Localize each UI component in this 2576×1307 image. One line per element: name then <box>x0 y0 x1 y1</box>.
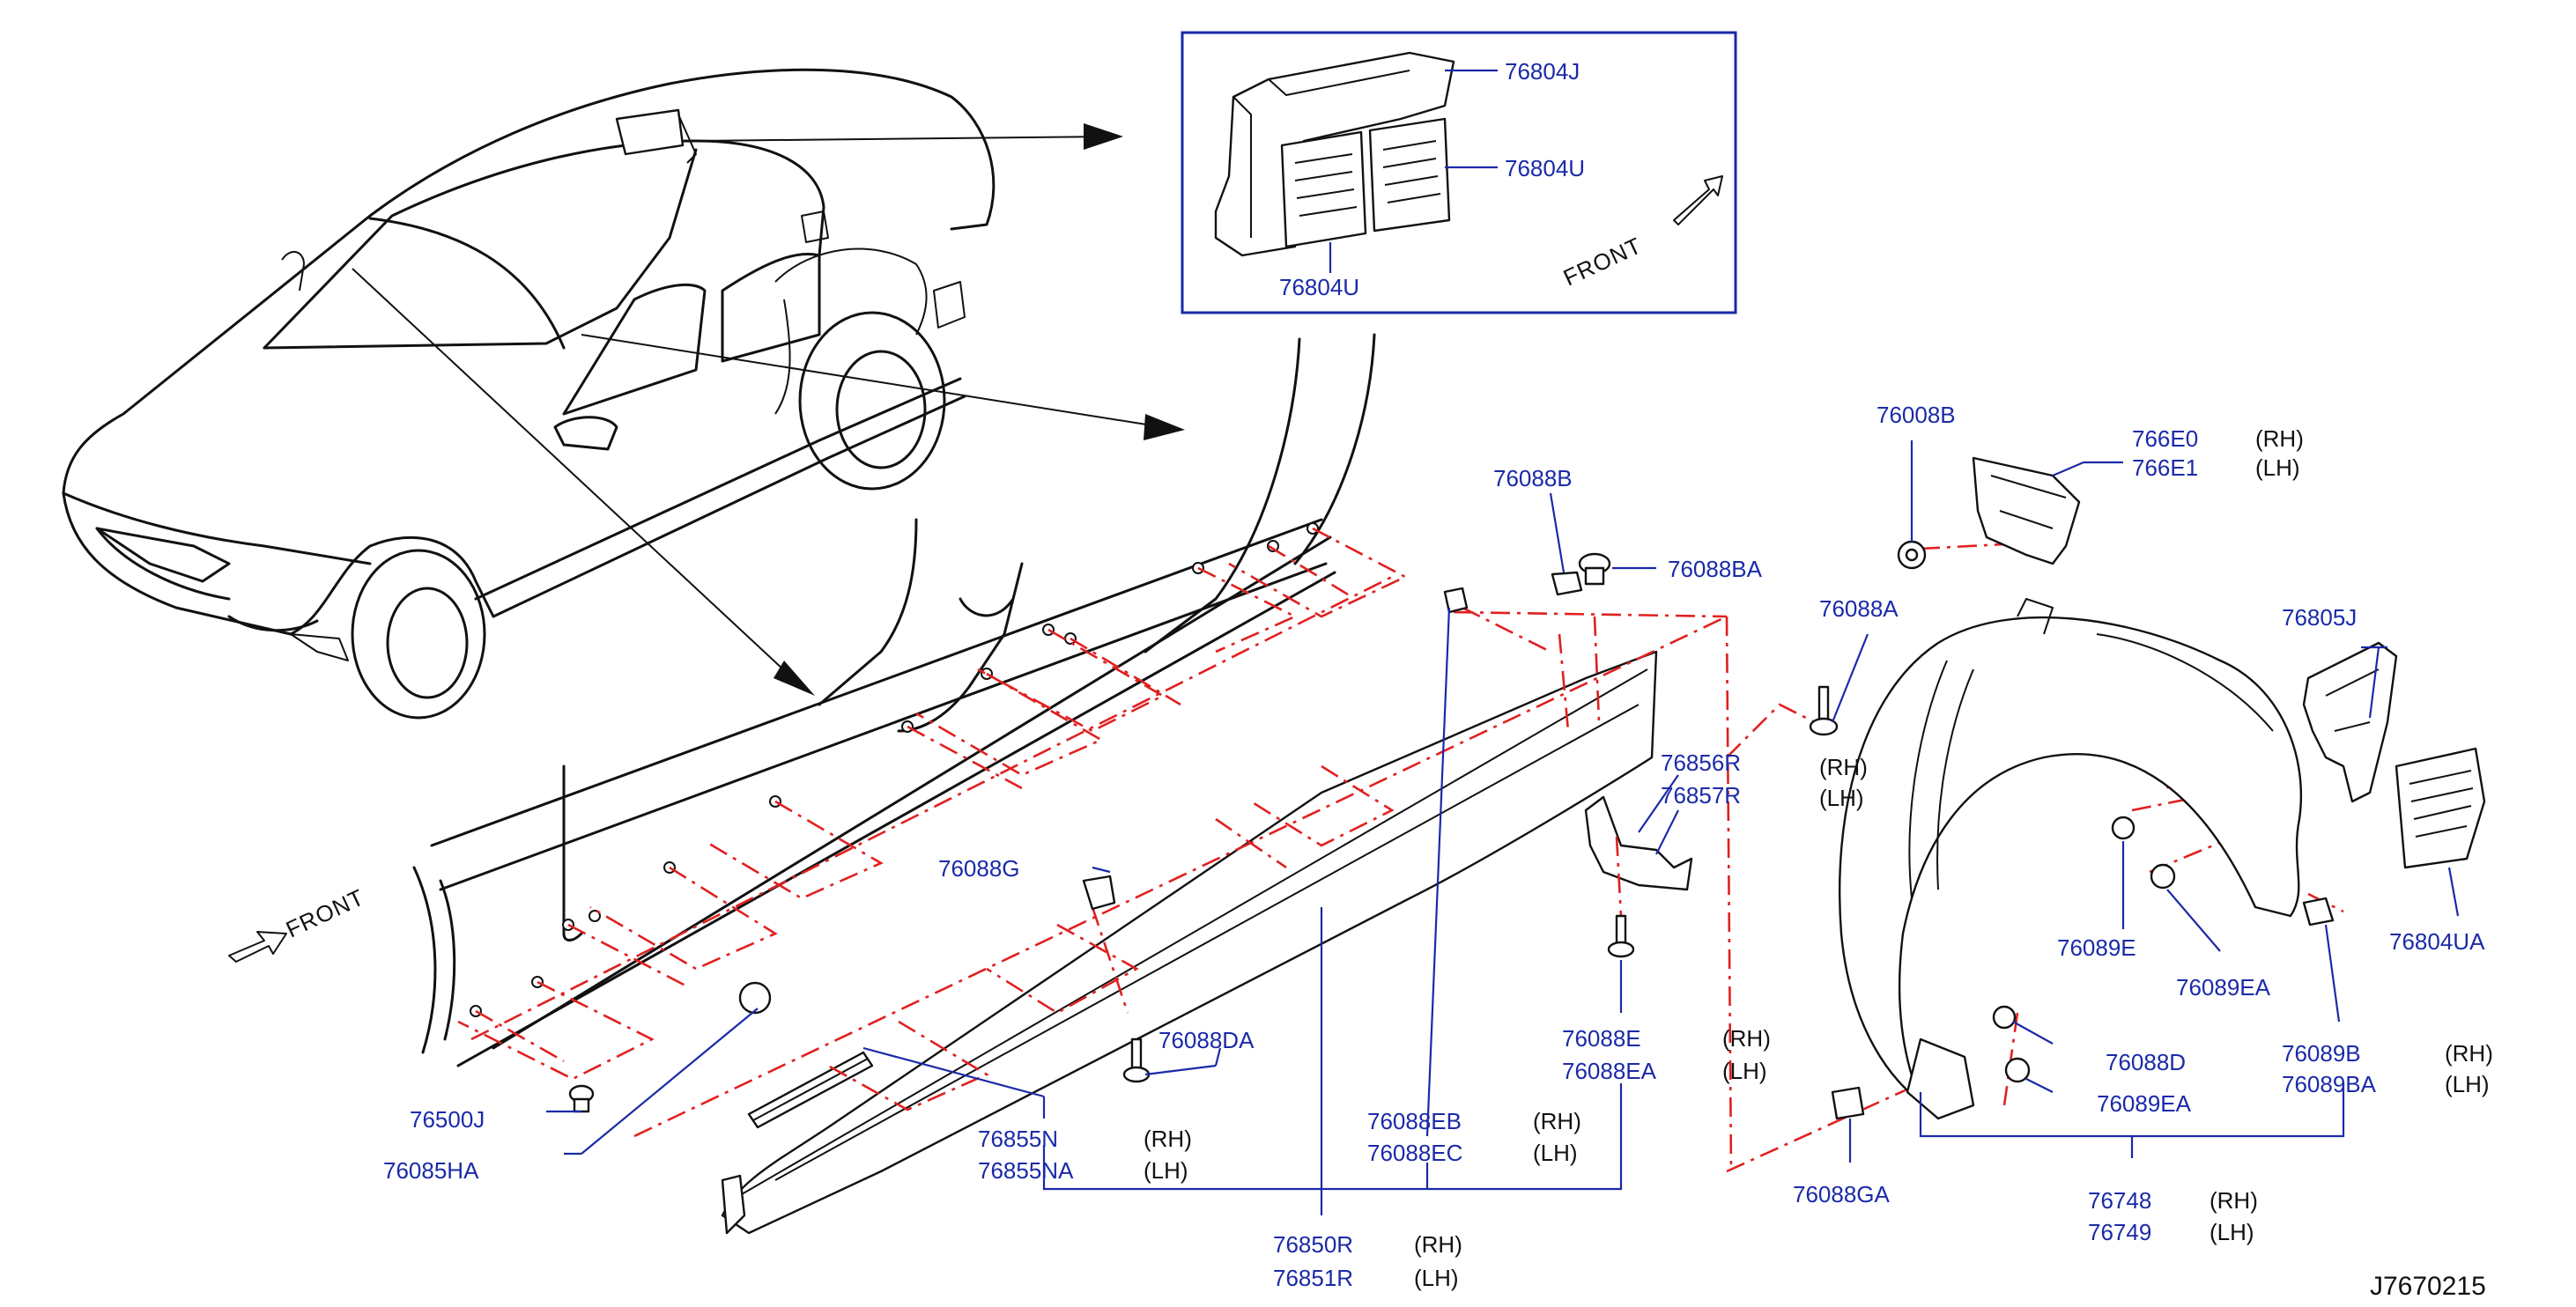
callout-76857R: 76857R <box>1661 782 1741 809</box>
callout-eb-lh: (LH) <box>1533 1140 1578 1166</box>
vent-76804UA <box>2395 747 2486 869</box>
bracket-766E0 <box>1972 456 2081 565</box>
callout-76088EA: 76088EA <box>1562 1058 1657 1084</box>
mount-lines <box>457 527 2344 1173</box>
callout-855-rh: (RH) <box>1144 1126 1192 1152</box>
callout-76804UA: 76804UA <box>2389 928 2485 955</box>
callout-mid-rh: (RH) <box>1722 1025 1771 1052</box>
callout-748-lh: (LH) <box>2210 1219 2254 1245</box>
callout-76088A-rh: (RH) <box>1819 754 1868 780</box>
callout-76855NA: 76855NA <box>978 1157 1074 1184</box>
callout-76089B: 76089B <box>2282 1040 2361 1067</box>
callout-855-lh: (LH) <box>1144 1157 1188 1184</box>
callout-766E1: 766E1 <box>2132 454 2198 481</box>
callout-76851R: 76851R <box>1273 1265 1353 1291</box>
callout-76748: 76748 <box>2088 1187 2151 1214</box>
car-illustration <box>62 68 996 720</box>
callout-eb-rh: (RH) <box>1533 1108 1581 1134</box>
callout-76089E: 76089E <box>2057 934 2136 961</box>
callout-76088A-lh: (LH) <box>1819 785 1864 811</box>
callout-76804U-a: 76804U <box>1505 155 1585 181</box>
callout-748-rh: (RH) <box>2210 1187 2258 1214</box>
callout-850-lh: (LH) <box>1414 1265 1459 1291</box>
main-front-label: FRONT <box>282 883 368 942</box>
body-side-sill <box>412 333 1376 1067</box>
callout-mid-lh: (LH) <box>1722 1058 1767 1084</box>
callout-76088DA: 76088DA <box>1158 1027 1255 1053</box>
callout-76089BA: 76089BA <box>2282 1071 2377 1097</box>
vent-grille-76804U <box>1280 117 1451 248</box>
bracket-76805J <box>2302 641 2398 803</box>
callout-76749: 76749 <box>2088 1219 2151 1245</box>
side-sill-cover <box>721 650 1693 1235</box>
callout-766-rh: (RH) <box>2255 425 2304 452</box>
callout-76088A: 76088A <box>1819 595 1899 622</box>
callout-76088BA: 76088BA <box>1668 556 1763 582</box>
inset-frame <box>1181 31 1737 314</box>
callout-76088G: 76088G <box>938 855 1020 882</box>
leader-lines <box>546 440 2460 1215</box>
inset-detail <box>1181 31 1737 314</box>
callout-76088EB: 76088EB <box>1367 1108 1462 1134</box>
callout-766-lh: (LH) <box>2255 454 2300 481</box>
callout-89b-rh: (RH) <box>2445 1040 2493 1067</box>
callout-76088EC: 76088EC <box>1367 1140 1462 1166</box>
fasteners <box>568 540 2335 1120</box>
callout-76804J: 76804J <box>1505 58 1580 85</box>
callout-89b-lh: (LH) <box>2445 1071 2490 1097</box>
callout-76085HA: 76085HA <box>383 1157 479 1184</box>
callout-76500J: 76500J <box>410 1106 485 1133</box>
callout-76088GA: 76088GA <box>1793 1181 1891 1207</box>
callout-76088D: 76088D <box>2106 1049 2186 1075</box>
callout-76856R: 76856R <box>1661 749 1741 776</box>
callout-76850R: 76850R <box>1273 1231 1353 1258</box>
front-arrow-icon <box>228 931 287 963</box>
wheel-arch-liner <box>1839 598 2303 1120</box>
callout-76804U-b: 76804U <box>1279 274 1359 300</box>
callout-76008B: 76008B <box>1876 402 1956 428</box>
callout-76089EA-b: 76089EA <box>2097 1090 2192 1117</box>
inset-front-label: FRONT <box>1559 232 1646 291</box>
callout-76805J: 76805J <box>2282 604 2357 631</box>
callout-76088B: 76088B <box>1493 465 1573 491</box>
callout-766E0: 766E0 <box>2132 425 2198 452</box>
callout-850-rh: (RH) <box>1414 1231 1462 1258</box>
pointer-arrows <box>352 123 1185 696</box>
diagram-id: J7670215 <box>2370 1272 2486 1301</box>
callout-76855N: 76855N <box>978 1126 1058 1152</box>
callout-76089EA-a: 76089EA <box>2176 974 2271 1001</box>
callout-76088E: 76088E <box>1562 1025 1641 1052</box>
